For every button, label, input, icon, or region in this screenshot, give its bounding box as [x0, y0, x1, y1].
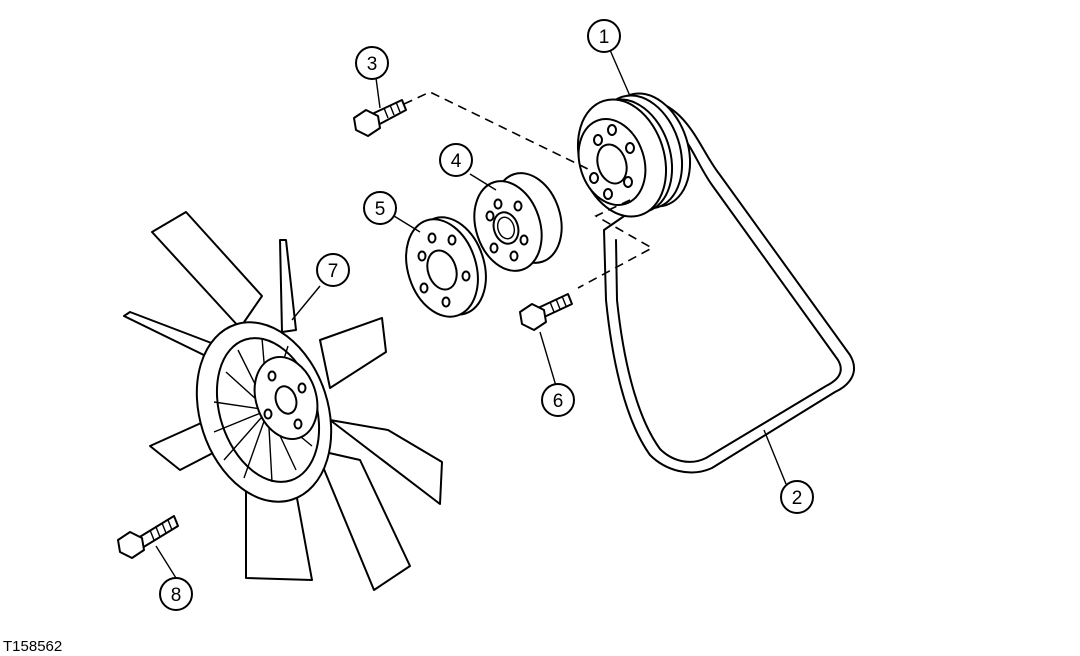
callout-3-label: 3	[367, 54, 378, 75]
drive-belt	[603, 99, 855, 474]
crankshaft-pulley	[576, 92, 692, 218]
figure-id: T158562	[3, 638, 63, 655]
cap-screw-top	[353, 99, 407, 137]
cap-screw-middle	[519, 293, 573, 331]
cap-screw-bottom	[117, 515, 179, 559]
callout-6-label: 6	[553, 391, 564, 412]
cooling-fan	[123, 211, 443, 591]
callout-7: 7	[316, 253, 350, 287]
callout-4-label: 4	[451, 151, 462, 172]
callout-4: 4	[439, 143, 473, 177]
callout-7-label: 7	[328, 261, 339, 282]
callout-8-label: 8	[171, 585, 182, 606]
callout-5-label: 5	[375, 199, 386, 220]
callout-2: 2	[780, 480, 814, 514]
callout-6: 6	[541, 383, 575, 417]
spacer-plate	[405, 216, 487, 318]
callout-3: 3	[355, 46, 389, 80]
alignment-lines	[403, 91, 654, 289]
callout-2-label: 2	[792, 488, 803, 509]
leader-lines	[155, 49, 787, 579]
callout-1: 1	[587, 19, 621, 53]
callout-1-label: 1	[599, 27, 610, 48]
callout-8: 8	[159, 577, 193, 611]
callout-5: 5	[363, 191, 397, 225]
pulley-spacer	[473, 172, 563, 272]
